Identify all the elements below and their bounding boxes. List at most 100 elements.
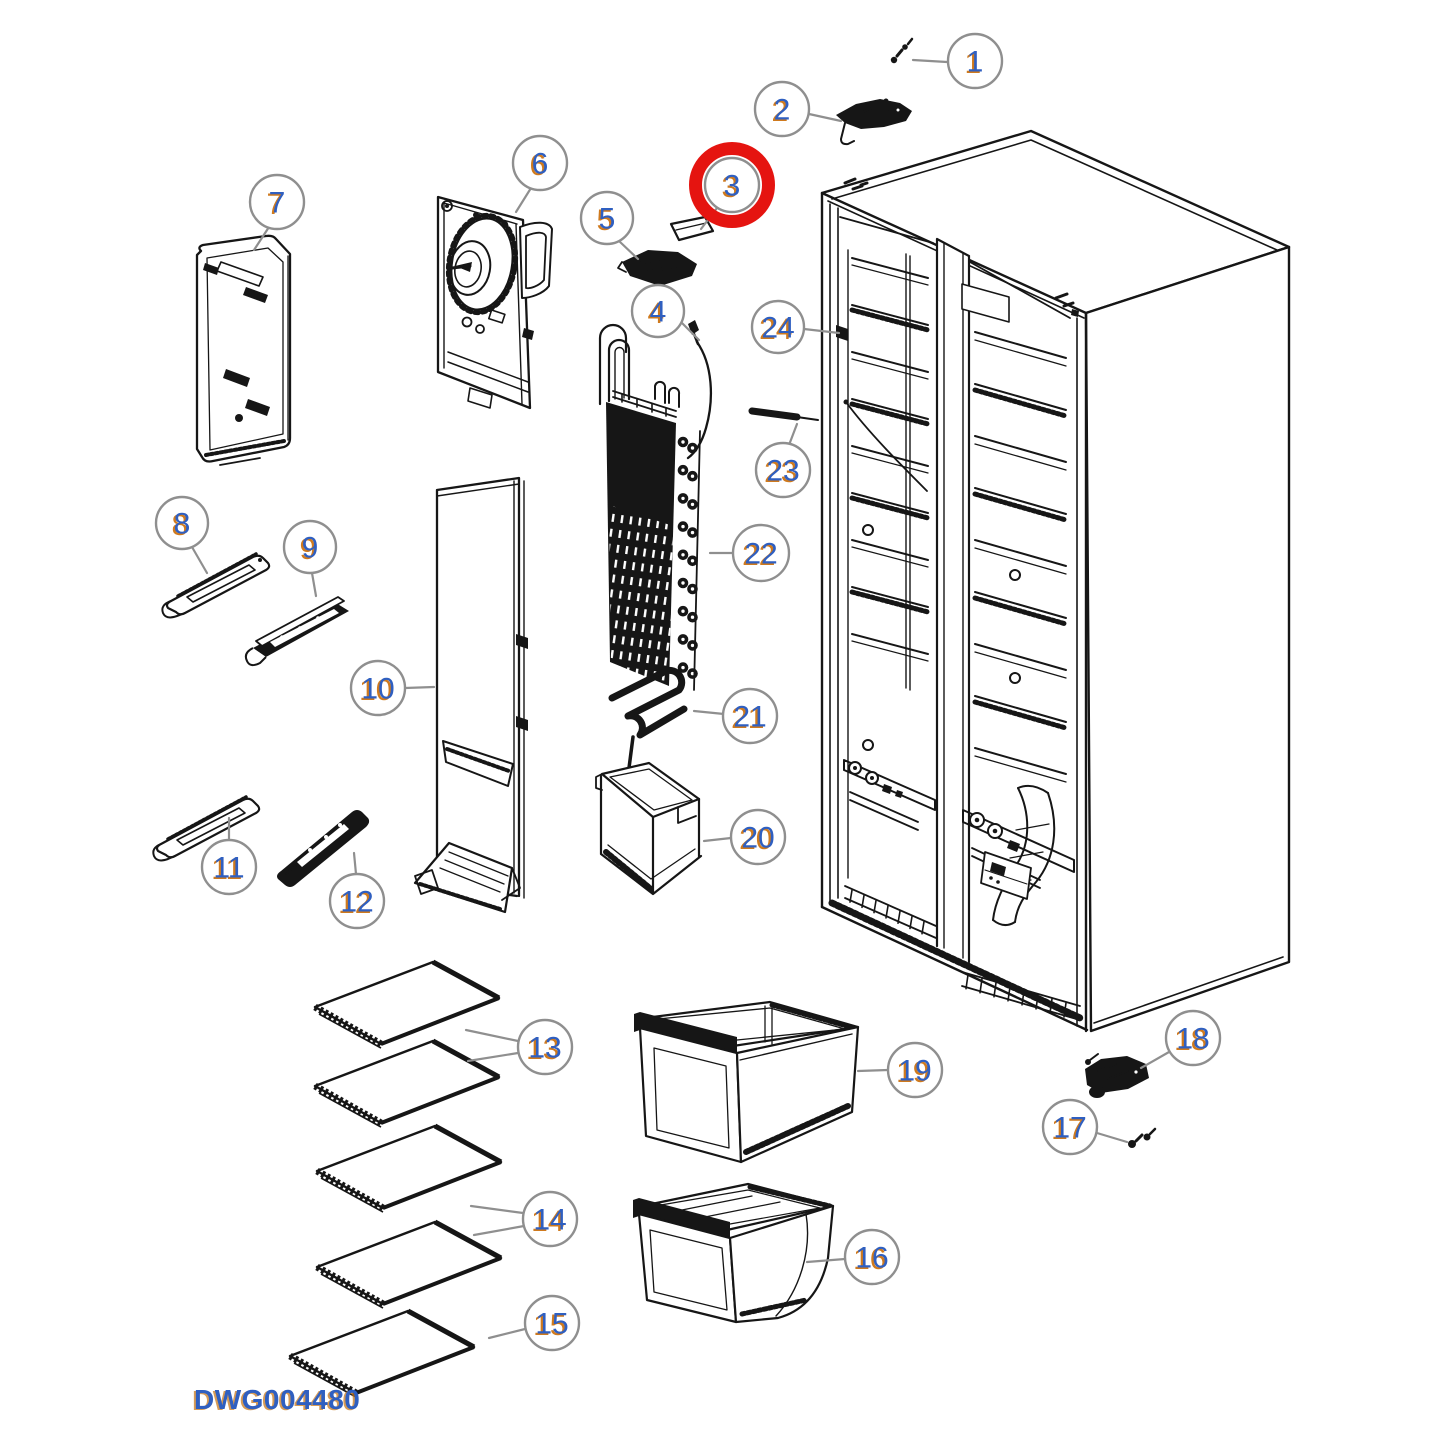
part-3-strip bbox=[669, 215, 715, 242]
callout-number: 19 bbox=[898, 1055, 931, 1088]
callout-circle bbox=[731, 523, 791, 583]
callout-number-fringe: 12 bbox=[338, 887, 371, 920]
callout-number: 7 bbox=[269, 187, 286, 220]
callout-number: 24 bbox=[761, 312, 794, 345]
callout-number: 6 bbox=[532, 148, 549, 181]
part-22-evaporator bbox=[598, 323, 701, 691]
part-16-drawer bbox=[633, 1182, 835, 1324]
part-21-heater-coil bbox=[608, 666, 688, 773]
callout-circle bbox=[729, 808, 787, 866]
callout-number-fringe: 3 bbox=[721, 171, 738, 204]
highlight-ring bbox=[689, 142, 775, 228]
callout-number: 14 bbox=[533, 1204, 566, 1237]
callout-circle bbox=[1164, 1009, 1222, 1067]
callout-3[interactable]: 33 bbox=[689, 142, 775, 231]
part-10-divider-panel bbox=[413, 476, 528, 914]
callout-number: 17 bbox=[1053, 1112, 1086, 1145]
callout-number-fringe: 9 bbox=[299, 533, 316, 566]
part-17-screws bbox=[1128, 1127, 1157, 1148]
callout-9[interactable]: 99 bbox=[282, 519, 338, 598]
callout-number-fringe: 16 bbox=[853, 1243, 886, 1276]
callout-circle bbox=[886, 1041, 944, 1099]
callout-number: 4 bbox=[650, 296, 667, 329]
part-23-tube bbox=[748, 407, 819, 421]
callout-2[interactable]: 22 bbox=[753, 80, 843, 138]
callout-number: 12 bbox=[340, 886, 373, 919]
callout-number-fringe: 24 bbox=[759, 313, 792, 346]
callout-number-fringe: 19 bbox=[896, 1056, 929, 1089]
callout-4[interactable]: 44 bbox=[630, 283, 701, 342]
callout-circle bbox=[630, 283, 686, 339]
callout-number-fringe: 1 bbox=[964, 47, 981, 80]
callout-number: 18 bbox=[1176, 1023, 1209, 1056]
part-20-drain-trough bbox=[595, 761, 703, 896]
callout-number: 2 bbox=[774, 94, 791, 127]
callout-number: 21 bbox=[733, 701, 766, 734]
callout-number: 1 bbox=[967, 46, 984, 79]
part-7-cover-panel bbox=[195, 234, 292, 466]
callout-number: 5 bbox=[599, 203, 616, 236]
callout-number: 10 bbox=[361, 673, 394, 706]
part-12-slide-rail bbox=[277, 810, 370, 887]
callout-circle bbox=[703, 156, 761, 214]
callout-number: 13 bbox=[528, 1032, 561, 1065]
callout-number: 22 bbox=[744, 538, 777, 571]
callout-circle bbox=[200, 838, 258, 896]
callout-number-fringe: 23 bbox=[764, 456, 797, 489]
callout-circle bbox=[721, 687, 779, 745]
callout-8[interactable]: 88 bbox=[154, 495, 210, 575]
callout-number: 11 bbox=[213, 852, 244, 885]
callout-1[interactable]: 11 bbox=[911, 32, 1004, 90]
callout-6[interactable]: 66 bbox=[511, 134, 569, 214]
callout-circle bbox=[579, 190, 635, 246]
part-8-slide-rail bbox=[161, 552, 271, 619]
part-19-drawer bbox=[634, 1000, 860, 1164]
callout-5[interactable]: 55 bbox=[579, 190, 640, 261]
callout-number-fringe: 18 bbox=[1174, 1024, 1207, 1057]
callout-number: 3 bbox=[724, 170, 741, 203]
callout-number-fringe: 8 bbox=[171, 509, 188, 542]
part-5-grille bbox=[617, 250, 697, 286]
callout-7[interactable]: 77 bbox=[248, 173, 306, 252]
callout-number-fringe: 7 bbox=[266, 188, 283, 221]
part-14-shelf-a bbox=[317, 1126, 501, 1212]
callout-circle bbox=[248, 173, 306, 231]
part-18-bracket bbox=[1085, 1053, 1149, 1098]
part-13-shelf-b bbox=[315, 1041, 499, 1127]
part-1-screws bbox=[890, 37, 914, 64]
callout-circle bbox=[523, 1294, 581, 1352]
callouts-layer: 1122334455667788991010111112121313141415… bbox=[154, 32, 1222, 1352]
callout-number-fringe: 20 bbox=[739, 823, 772, 856]
callout-number: 15 bbox=[535, 1308, 568, 1341]
part-11-slide-rail bbox=[152, 795, 261, 862]
callout-circle bbox=[843, 1228, 901, 1286]
callout-number-fringe: 11 bbox=[211, 853, 242, 886]
callout-number: 20 bbox=[741, 822, 774, 855]
callout-circle bbox=[1041, 1098, 1099, 1156]
part-2-bracket bbox=[836, 98, 912, 146]
callout-number: 9 bbox=[302, 532, 319, 565]
callout-number-fringe: 21 bbox=[731, 702, 764, 735]
callout-number-fringe: 22 bbox=[742, 539, 775, 572]
fridge-floor-grid bbox=[965, 973, 1067, 1018]
callout-number-fringe: 6 bbox=[529, 149, 546, 182]
callout-circle bbox=[521, 1190, 579, 1248]
callout-number-fringe: 17 bbox=[1051, 1113, 1084, 1146]
callout-number-fringe: 14 bbox=[531, 1205, 564, 1238]
